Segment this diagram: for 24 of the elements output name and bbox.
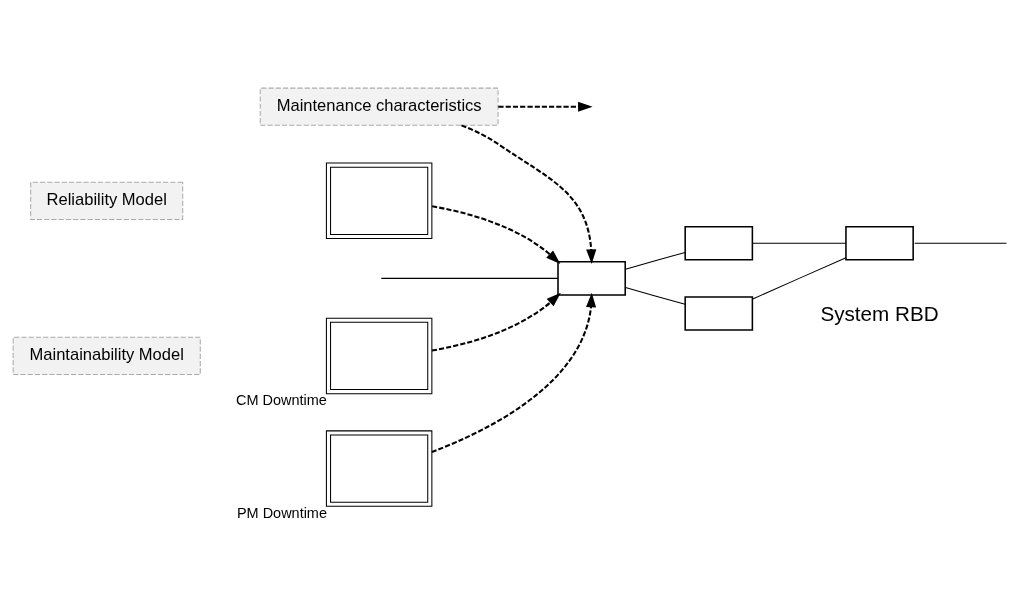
arrow: [460, 124, 596, 264]
connector: [380, 277, 559, 279]
arrow: [431, 292, 561, 352]
node-box: [683, 296, 753, 331]
label: System RBD: [819, 301, 939, 325]
node-label: CM Downtime: [235, 392, 327, 409]
connector: [751, 257, 846, 300]
connector: [624, 251, 686, 270]
node-box: [844, 225, 914, 261]
node-box: Maintainability Model: [12, 336, 201, 376]
arrow: [431, 205, 560, 264]
node-box: [683, 225, 753, 261]
node-box: Reliability Model: [29, 181, 183, 220]
arrow: [431, 292, 596, 453]
connector: [751, 242, 846, 244]
connector: [624, 287, 686, 305]
connector: [913, 242, 1007, 244]
arrow: [497, 101, 593, 112]
picture: [325, 317, 432, 395]
node-box: Maintenance characteristics: [259, 87, 499, 126]
node-label: PM Downtime: [236, 504, 327, 521]
node-box: [556, 261, 626, 296]
picture: [325, 162, 432, 240]
picture: [325, 430, 432, 507]
